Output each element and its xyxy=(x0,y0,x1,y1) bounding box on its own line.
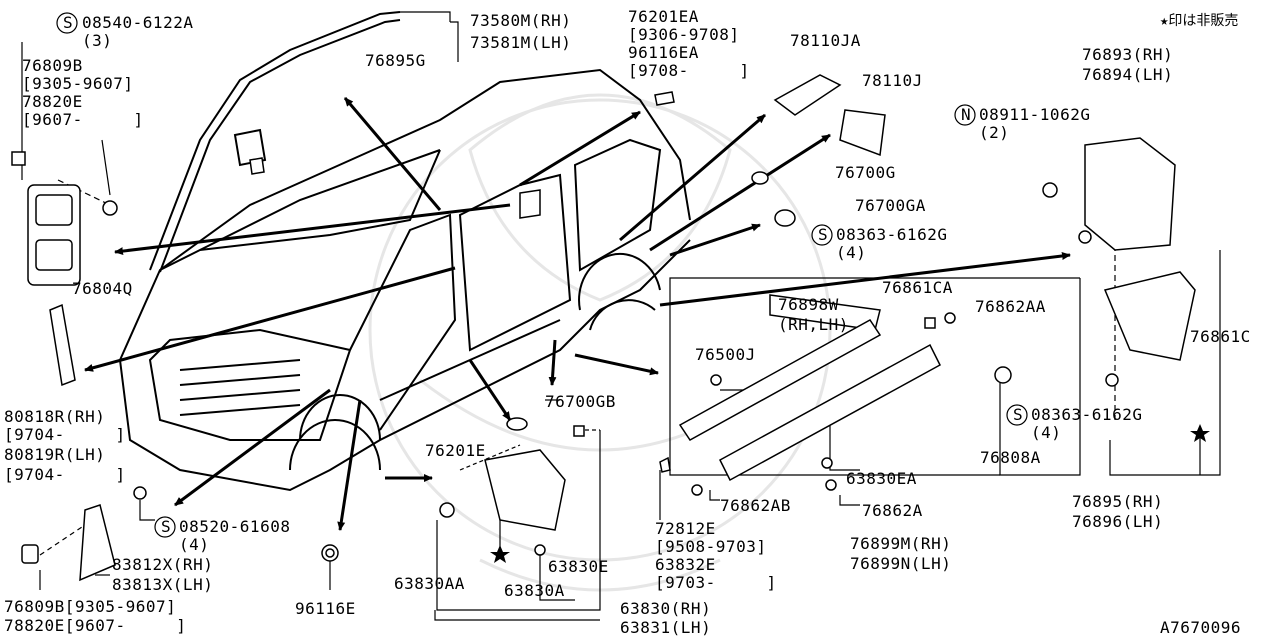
part-76809B-bottom: 76809B[9305-9607] xyxy=(4,597,177,616)
part-76201EA: 76201EA xyxy=(628,7,699,26)
part-96116EA-date: [9708- ] xyxy=(628,61,750,80)
part-08540-qty: (3) xyxy=(82,31,113,50)
part-63830EA: 63830EA xyxy=(846,469,917,488)
part-63830E: 63830E xyxy=(548,557,609,576)
part-08911-1062G: 08911-1062G xyxy=(979,105,1091,124)
part-96116EA: 96116EA xyxy=(628,43,699,62)
part-63830A: 63830A xyxy=(504,581,565,600)
part-72812E: 72812E xyxy=(655,519,716,538)
part-76895G: 76895G xyxy=(365,51,426,70)
symbol-s: S xyxy=(818,225,829,244)
part-76700G: 76700G xyxy=(835,163,896,182)
part-76862AA: 76862AA xyxy=(975,297,1046,316)
part-78110JA: 78110JA xyxy=(790,31,861,50)
part-63832E: 63832E xyxy=(655,555,716,574)
part-76896: 76896(LH) xyxy=(1072,512,1164,531)
part-76898W: 76898W xyxy=(778,295,839,314)
part-80819R: 80819R(LH) xyxy=(4,445,106,464)
part-73581M: 73581M(LH) xyxy=(470,33,572,52)
prefix-circles xyxy=(56,12,1028,538)
part-08363-qty-top: (4) xyxy=(836,243,867,262)
part-08363-6162G-mid: 08363-6162G xyxy=(1031,405,1143,424)
part-83813X: 83813X(LH) xyxy=(112,575,214,594)
part-76899N: 76899N(LH) xyxy=(850,554,952,573)
symbol-s: S xyxy=(161,517,172,536)
part-76808A: 76808A xyxy=(980,448,1041,467)
part-96116E: 96116E xyxy=(295,599,356,618)
part-08363-6162G-top: 08363-6162G xyxy=(836,225,948,244)
diagram-code: A7670096 xyxy=(1160,618,1242,637)
vehicle-body xyxy=(119,68,691,492)
part-76804Q: 76804Q xyxy=(72,279,133,298)
part-76201EA-date: [9306-9708] xyxy=(628,25,740,44)
part-76201E: 76201E xyxy=(425,441,486,460)
part-83812X: 83812X(RH) xyxy=(112,555,214,574)
part-76809B: 76809B xyxy=(22,56,83,75)
symbol-s: S xyxy=(63,13,74,32)
part-73580M: 73580M(RH) xyxy=(470,11,572,30)
part-76898W-side: (RH,LH) xyxy=(778,315,849,334)
part-76500J: 76500J xyxy=(695,345,756,364)
part-76700GA: 76700GA xyxy=(855,196,926,215)
pointer-arrows xyxy=(84,97,1071,531)
part-76809B-date: [9305-9607] xyxy=(22,74,134,93)
part-63831: 63831(LH) xyxy=(620,618,712,637)
part-76700GB: 76700GB xyxy=(545,392,616,411)
symbol-s: S xyxy=(1013,405,1024,424)
part-72812E-date: [9508-9703] xyxy=(655,537,767,556)
part-76861CA: 76861CA xyxy=(882,278,953,297)
non-sale-note: ★印は非販売 xyxy=(1160,13,1239,29)
part-63832E-date: [9703- ] xyxy=(655,573,777,592)
part-63830: 63830(RH) xyxy=(620,599,712,618)
part-78820E-date: [9607- ] xyxy=(22,110,144,129)
part-76895: 76895(RH) xyxy=(1072,492,1164,511)
part-80819R-date: [9704- ] xyxy=(4,465,126,484)
part-63830AA: 63830AA xyxy=(394,574,465,593)
part-08363-qty-mid: (4) xyxy=(1031,423,1062,442)
part-76862AB: 76862AB xyxy=(720,496,791,515)
roof-molding xyxy=(149,11,401,273)
part-78820E-bottom: 78820E[9607- ] xyxy=(4,616,187,635)
part-76893: 76893(RH) xyxy=(1082,45,1174,64)
symbol-n: N xyxy=(961,105,972,124)
part-08520-61608: 08520-61608 xyxy=(179,517,291,536)
part-76862A: 76862A xyxy=(862,501,923,520)
part-76899M: 76899M(RH) xyxy=(850,534,952,553)
part-76861C: 76861C xyxy=(1190,327,1251,346)
part-78110J: 78110J xyxy=(862,71,923,90)
part-08520-qty: (4) xyxy=(179,535,210,554)
part-80818R: 80818R(RH) xyxy=(4,407,106,426)
small-parts xyxy=(11,74,1196,582)
part-08911-qty: (2) xyxy=(979,123,1010,142)
part-76894: 76894(LH) xyxy=(1082,65,1174,84)
part-80818R-date: [9704- ] xyxy=(4,425,126,444)
non-sale-marks xyxy=(490,424,1210,563)
part-08540-6122A: 08540-6122A xyxy=(82,13,194,32)
part-78820E: 78820E xyxy=(22,92,83,111)
